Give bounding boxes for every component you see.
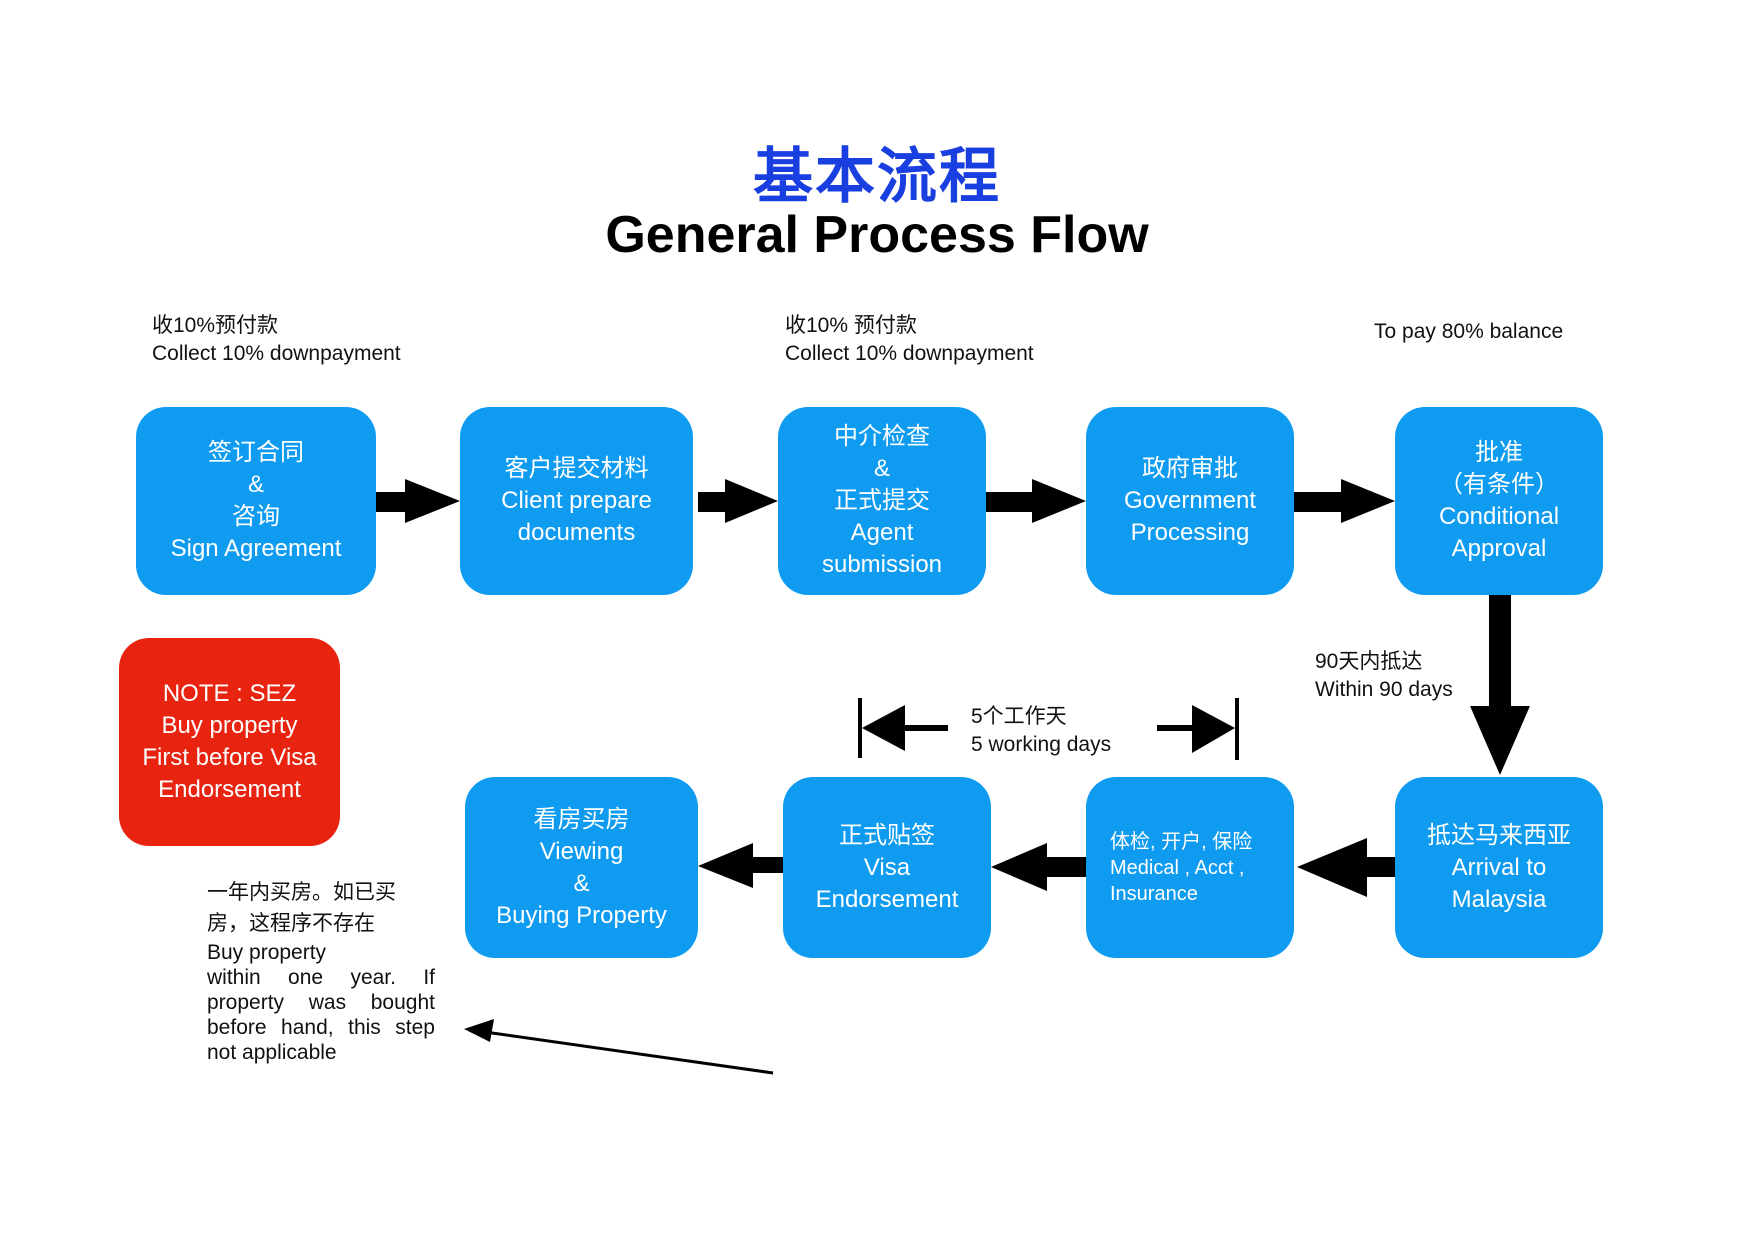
step-label-amp: & — [873, 455, 890, 482]
footnote-line: 一年内买房。如已买 — [207, 881, 396, 904]
step-label-en: Processing — [1130, 519, 1250, 546]
step-label-cn: 签订合同 — [208, 439, 304, 466]
step-government-processing: 政府审批 Government Processing — [1086, 407, 1294, 595]
step-label-cn: 批准 — [1475, 439, 1523, 466]
step-label-en: Malaysia — [1451, 885, 1547, 913]
payment-note-3: To pay 80% balance — [1374, 318, 1563, 346]
step-label-en: Client prepare — [501, 487, 652, 514]
step-label-en: Viewing — [539, 837, 624, 865]
step-viewing-buying-property: 看房买房 Viewing & Buying Property — [465, 777, 698, 958]
payment-note-1: 收10%预付款 Collect 10% downpayment — [152, 312, 401, 368]
footnote-line: 房，这程序不存在 — [207, 912, 375, 935]
step-label-en: submission — [821, 551, 943, 578]
step-label-cn: （有条件） — [1439, 471, 1559, 498]
step-label-en: Approval — [1451, 535, 1547, 562]
working-days-en: 5 working days — [971, 733, 1112, 756]
footnote: 一年内买房。如已买 房，这程序不存在 Buy property within o… — [207, 880, 435, 1065]
step-label-en: Sign Agreement — [170, 535, 342, 562]
arrow-right-icon — [986, 479, 1086, 523]
arrival-window-note: 90天内抵达 Within 90 days — [1315, 648, 1453, 704]
step-label-cn: 看房买房 — [533, 805, 630, 833]
footnote-line: Buy property — [207, 941, 327, 964]
step-label-cn: 政府审批 — [1142, 455, 1238, 482]
payment-note-2: 收10% 预付款 Collect 10% downpayment — [785, 312, 1034, 368]
sez-note-box: NOTE : SEZ Buy property First before Vis… — [119, 638, 340, 846]
step-sign-agreement: 签订合同 & 咨询 Sign Agreement — [136, 407, 376, 595]
note-line: Buy property — [161, 712, 298, 739]
payment-note-2-cn: 收10% 预付款 — [785, 314, 917, 337]
arrow-left-icon — [698, 843, 783, 888]
step-label-en: Buying Property — [496, 901, 667, 929]
step-medical-account-insurance: 体检, 开户, 保险 Medical , Acct , Insurance — [1086, 777, 1294, 958]
arrow-right-icon — [698, 479, 778, 523]
arrival-window-en: Within 90 days — [1315, 678, 1453, 701]
step-label-cn: 体检, 开户, 保险 — [1110, 830, 1253, 853]
step-arrival-malaysia: 抵达马来西亚 Arrival to Malaysia — [1395, 777, 1603, 958]
dimension-arrow-left-icon — [858, 698, 948, 758]
arrow-right-icon — [376, 479, 460, 523]
title-english: General Process Flow — [605, 206, 1149, 264]
working-days-cn: 5个工作天 — [971, 705, 1067, 728]
pointer-arrow-icon — [464, 1019, 774, 1075]
step-label-cn: 正式贴签 — [839, 821, 935, 849]
dimension-arrow-right-icon — [1157, 698, 1239, 760]
step-label-en: Visa — [863, 853, 911, 881]
step-label-en: Medical , Acct , — [1110, 856, 1245, 879]
footnote-line: property was bought — [207, 991, 435, 1014]
arrow-left-icon — [1297, 838, 1395, 897]
step-label-en: Insurance — [1110, 882, 1198, 905]
working-days-note: 5个工作天 5 working days — [971, 703, 1111, 759]
step-label-en: Arrival to — [1451, 853, 1547, 881]
arrow-down-icon — [1470, 595, 1530, 775]
footnote-line: within one year. If — [207, 966, 435, 989]
step-label-amp: & — [247, 471, 264, 498]
payment-note-3-en: To pay 80% balance — [1374, 320, 1564, 343]
arrow-right-icon — [1294, 479, 1395, 523]
step-label-en: documents — [517, 519, 636, 546]
step-label-cn: 抵达马来西亚 — [1427, 821, 1571, 849]
note-line: NOTE : SEZ — [162, 680, 297, 707]
note-line: Endorsement — [158, 776, 301, 803]
payment-note-1-en: Collect 10% downpayment — [152, 342, 401, 365]
footnote-line: not applicable — [207, 1041, 337, 1064]
step-label-cn: 客户提交材料 — [504, 455, 649, 482]
step-label-en: Conditional — [1438, 503, 1560, 530]
arrow-left-icon — [991, 843, 1086, 891]
step-label-en: Agent — [850, 519, 914, 546]
step-client-prepare-documents: 客户提交材料 Client prepare documents — [460, 407, 693, 595]
step-label-cn: 咨询 — [232, 503, 280, 530]
step-visa-endorsement: 正式贴签 Visa Endorsement — [783, 777, 991, 958]
step-agent-submission: 中介检查 & 正式提交 Agent submission — [778, 407, 986, 595]
title-chinese: 基本流程 — [753, 142, 1001, 212]
step-label-amp: & — [573, 869, 590, 897]
step-label-en: Endorsement — [815, 885, 959, 913]
arrival-window-cn: 90天内抵达 — [1315, 650, 1423, 673]
note-line: First before Visa — [142, 744, 317, 771]
step-label-en: Government — [1123, 487, 1257, 514]
footnote-line: before hand, this step — [207, 1016, 435, 1039]
step-conditional-approval: 批准 （有条件） Conditional Approval — [1395, 407, 1603, 595]
step-label-cn: 中介检查 — [834, 423, 930, 450]
payment-note-1-cn: 收10%预付款 — [152, 314, 279, 337]
step-label-cn: 正式提交 — [834, 487, 930, 514]
payment-note-2-en: Collect 10% downpayment — [785, 342, 1034, 365]
